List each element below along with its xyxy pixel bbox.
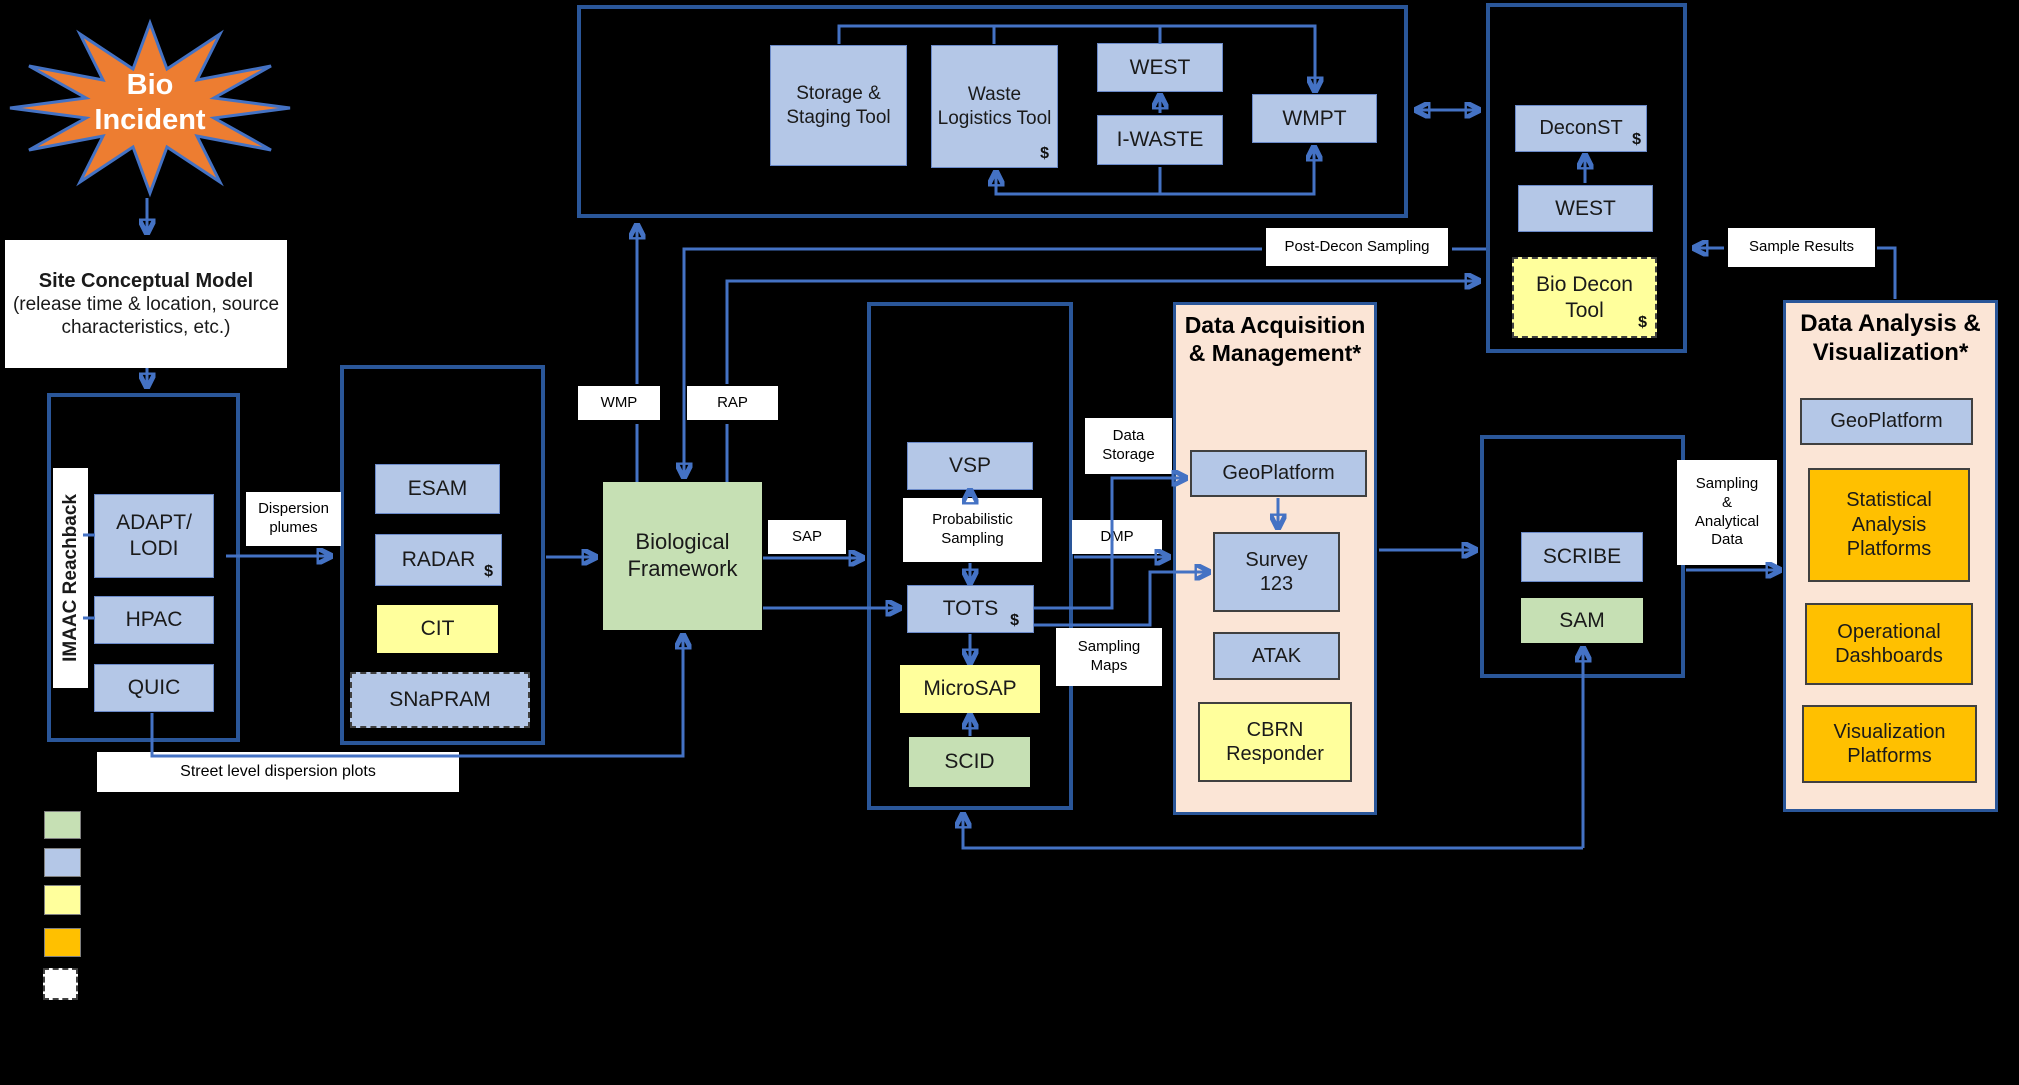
label-wmp: WMP — [578, 386, 660, 420]
cost-flag: $ — [1632, 131, 1641, 149]
data-acquisition-title: Data Acquisition & Management* — [1184, 312, 1366, 366]
node-visualization-platforms: Visualization Platforms — [1802, 705, 1977, 783]
bio-incident-starburst — [9, 18, 291, 198]
label-data-storage: Data Storage — [1085, 418, 1172, 474]
node-snapram: SNaPRAM — [350, 672, 530, 728]
node-west-waste: WEST — [1097, 43, 1223, 92]
node-vsp: VSP — [907, 442, 1033, 490]
node-geoplatform-acq: GeoPlatform — [1190, 450, 1367, 497]
deconst-label: DeconST — [1539, 117, 1623, 140]
site-conceptual-model-box: Site Conceptual Model (release time & lo… — [5, 240, 287, 368]
node-geoplatform-dav: GeoPlatform — [1800, 398, 1973, 445]
bio-decon-label: Bio Decon Tool — [1536, 272, 1633, 322]
label-sample-results: Sample Results — [1728, 228, 1875, 267]
node-quic: QUIC — [94, 664, 214, 712]
node-deconst: DeconST $ — [1515, 105, 1647, 152]
legend-swatch-blue — [44, 848, 81, 877]
node-bio-decon-tool: Bio Decon Tool $ — [1512, 257, 1657, 338]
node-waste-logistics-tool: Waste Logistics Tool $ — [931, 45, 1058, 168]
node-cit: CIT — [377, 605, 498, 653]
node-hpac: HPAC — [94, 596, 214, 644]
plume-modeling-group — [47, 393, 240, 742]
scm-subtitle: (release time & location, source charact… — [12, 294, 280, 339]
cost-flag: $ — [484, 563, 493, 581]
node-statistical-analysis: Statistical Analysis Platforms — [1808, 468, 1970, 582]
node-scribe: SCRIBE — [1521, 532, 1643, 582]
node-microsap: MicroSAP — [900, 665, 1040, 713]
cost-flag: $ — [1638, 314, 1647, 332]
imaac-reachback-strip: IMAAC Reachback — [53, 468, 88, 688]
node-adapt-lodi: ADAPT/ LODI — [94, 494, 214, 578]
node-survey123: Survey 123 — [1213, 532, 1340, 612]
label-dmp: DMP — [1072, 520, 1162, 554]
node-esam: ESAM — [375, 464, 500, 514]
legend-swatch-dashed — [43, 968, 78, 1000]
legend-swatch-yellow — [44, 885, 81, 915]
label-post-decon-sampling: Post-Decon Sampling — [1266, 228, 1448, 266]
node-west-decon: WEST — [1518, 185, 1653, 232]
label-sampling-maps: Sampling Maps — [1056, 628, 1162, 686]
arrow-loop-to-sampling-bottom — [963, 817, 1583, 850]
node-operational-dashboards: Operational Dashboards — [1805, 603, 1973, 685]
data-analysis-title: Data Analysis & Visualization* — [1800, 310, 1981, 366]
bio-incident-label: Bio Incident — [94, 68, 206, 136]
decon-group — [1486, 3, 1687, 353]
line-sample-results-from-dav — [1877, 246, 1897, 299]
waste-logistics-label: Waste Logistics Tool — [937, 84, 1052, 129]
label-probabilistic-sampling: Probabilistic Sampling — [903, 498, 1042, 562]
cost-flag: $ — [1010, 612, 1019, 630]
waste-management-group — [577, 5, 1408, 218]
node-iwaste: I-WASTE — [1097, 115, 1223, 165]
node-cbrn-responder: CBRN Responder — [1198, 702, 1352, 782]
label-sap: SAP — [768, 520, 846, 554]
legend-swatch-orange — [44, 928, 81, 957]
tots-label: TOTS — [942, 597, 999, 621]
label-street-level: Street level dispersion plots — [97, 752, 459, 792]
label-rap: RAP — [687, 386, 778, 420]
starburst-shape — [9, 18, 291, 198]
node-scid: SCID — [909, 737, 1030, 787]
node-sam: SAM — [1521, 598, 1643, 643]
node-biological-framework: Biological Framework — [603, 482, 762, 630]
radar-label: RADAR — [401, 548, 476, 572]
cost-flag: $ — [1040, 145, 1049, 163]
node-radar: RADAR $ — [375, 534, 502, 586]
label-sampling-analytical-data: Sampling & Analytical Data — [1677, 460, 1777, 565]
node-tots: TOTS $ — [907, 585, 1034, 633]
scm-title: Site Conceptual Model — [38, 269, 254, 292]
node-wmpt: WMPT — [1252, 94, 1377, 143]
node-atak: ATAK — [1213, 632, 1340, 680]
label-dispersion-plumes: Dispersion plumes — [246, 492, 341, 546]
imaac-reachback-label: IMAAC Reachback — [59, 494, 81, 662]
legend-swatch-green — [44, 811, 81, 839]
node-storage-staging-tool: Storage & Staging Tool — [770, 45, 907, 166]
